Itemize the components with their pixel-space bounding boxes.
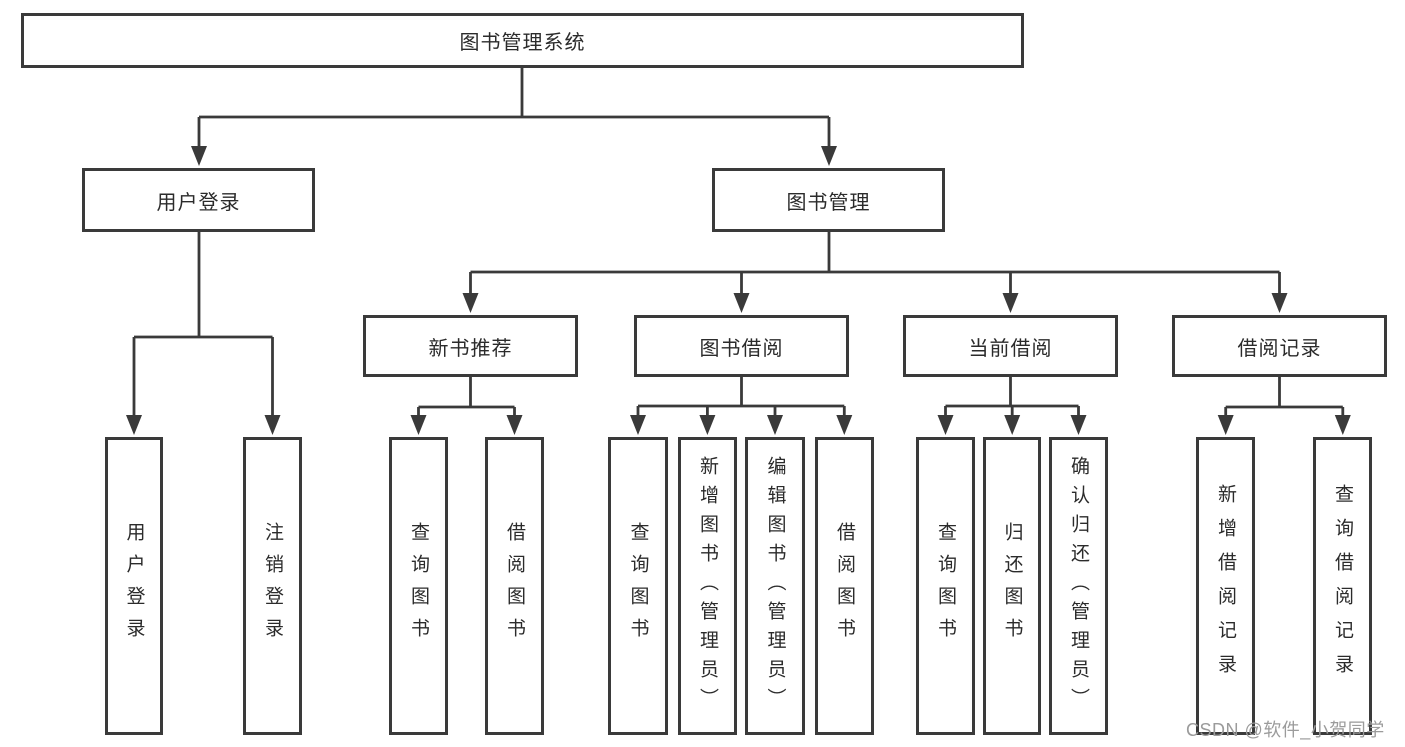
node-user-login-label: 用户登录 [156, 191, 241, 214]
node-current-borrow-label: 当前借阅 [968, 337, 1053, 360]
leaf-add-book-admin-label: 新增图书（管理员） [697, 455, 718, 717]
leaf-borrow-book-1-label: 借阅图书 [504, 522, 525, 650]
node-new-book-recommend-label: 新书推荐 [428, 337, 513, 360]
leaf-query-book-2-label: 查询图书 [627, 522, 649, 650]
node-user-login: 用户登录 [82, 168, 315, 232]
leaf-user-login-label: 用户登录 [123, 522, 145, 650]
leaf-return-book-label: 归还图书 [1001, 522, 1023, 650]
connector-lines [132, 68, 1345, 421]
node-root: 图书管理系统 [21, 13, 1024, 68]
node-book-borrow: 图书借阅 [634, 315, 849, 377]
node-borrow-record: 借阅记录 [1172, 315, 1387, 377]
leaf-confirm-return-admin: 确认归还（管理员） [1049, 437, 1108, 735]
leaf-query-book-1-label: 查询图书 [408, 522, 429, 650]
leaf-query-book-2: 查询图书 [608, 437, 668, 735]
leaf-query-borrow-record: 查询借阅记录 [1313, 437, 1372, 735]
leaf-logout: 注销登录 [243, 437, 302, 735]
leaf-edit-book-admin-label: 编辑图书（管理员） [764, 455, 786, 717]
leaf-user-login: 用户登录 [105, 437, 163, 735]
leaf-return-book: 归还图书 [983, 437, 1041, 735]
leaf-borrow-book-1: 借阅图书 [485, 437, 544, 735]
node-book-management: 图书管理 [712, 168, 945, 232]
leaf-confirm-return-admin-label: 确认归还（管理员） [1068, 455, 1089, 717]
leaf-add-book-admin: 新增图书（管理员） [678, 437, 737, 735]
leaf-borrow-book-2: 借阅图书 [815, 437, 874, 735]
csdn-watermark: CSDN @软件_小贺同学 [1186, 720, 1385, 740]
node-current-borrow: 当前借阅 [903, 315, 1118, 377]
leaf-borrow-book-2-label: 借阅图书 [834, 522, 855, 650]
node-book-management-label: 图书管理 [786, 191, 871, 214]
node-root-label: 图书管理系统 [459, 32, 586, 54]
leaf-logout-label: 注销登录 [262, 522, 283, 650]
node-new-book-recommend: 新书推荐 [363, 315, 578, 377]
leaf-edit-book-admin: 编辑图书（管理员） [745, 437, 805, 735]
node-borrow-record-label: 借阅记录 [1237, 337, 1322, 360]
leaf-query-book-3-label: 查询图书 [935, 522, 956, 650]
leaf-query-book-1: 查询图书 [389, 437, 448, 735]
leaf-query-book-3: 查询图书 [916, 437, 975, 735]
leaf-add-borrow-record: 新增借阅记录 [1196, 437, 1255, 735]
leaf-add-borrow-record-label: 新增借阅记录 [1215, 484, 1236, 688]
node-book-borrow-label: 图书借阅 [699, 337, 784, 360]
leaf-query-borrow-record-label: 查询借阅记录 [1332, 484, 1353, 688]
